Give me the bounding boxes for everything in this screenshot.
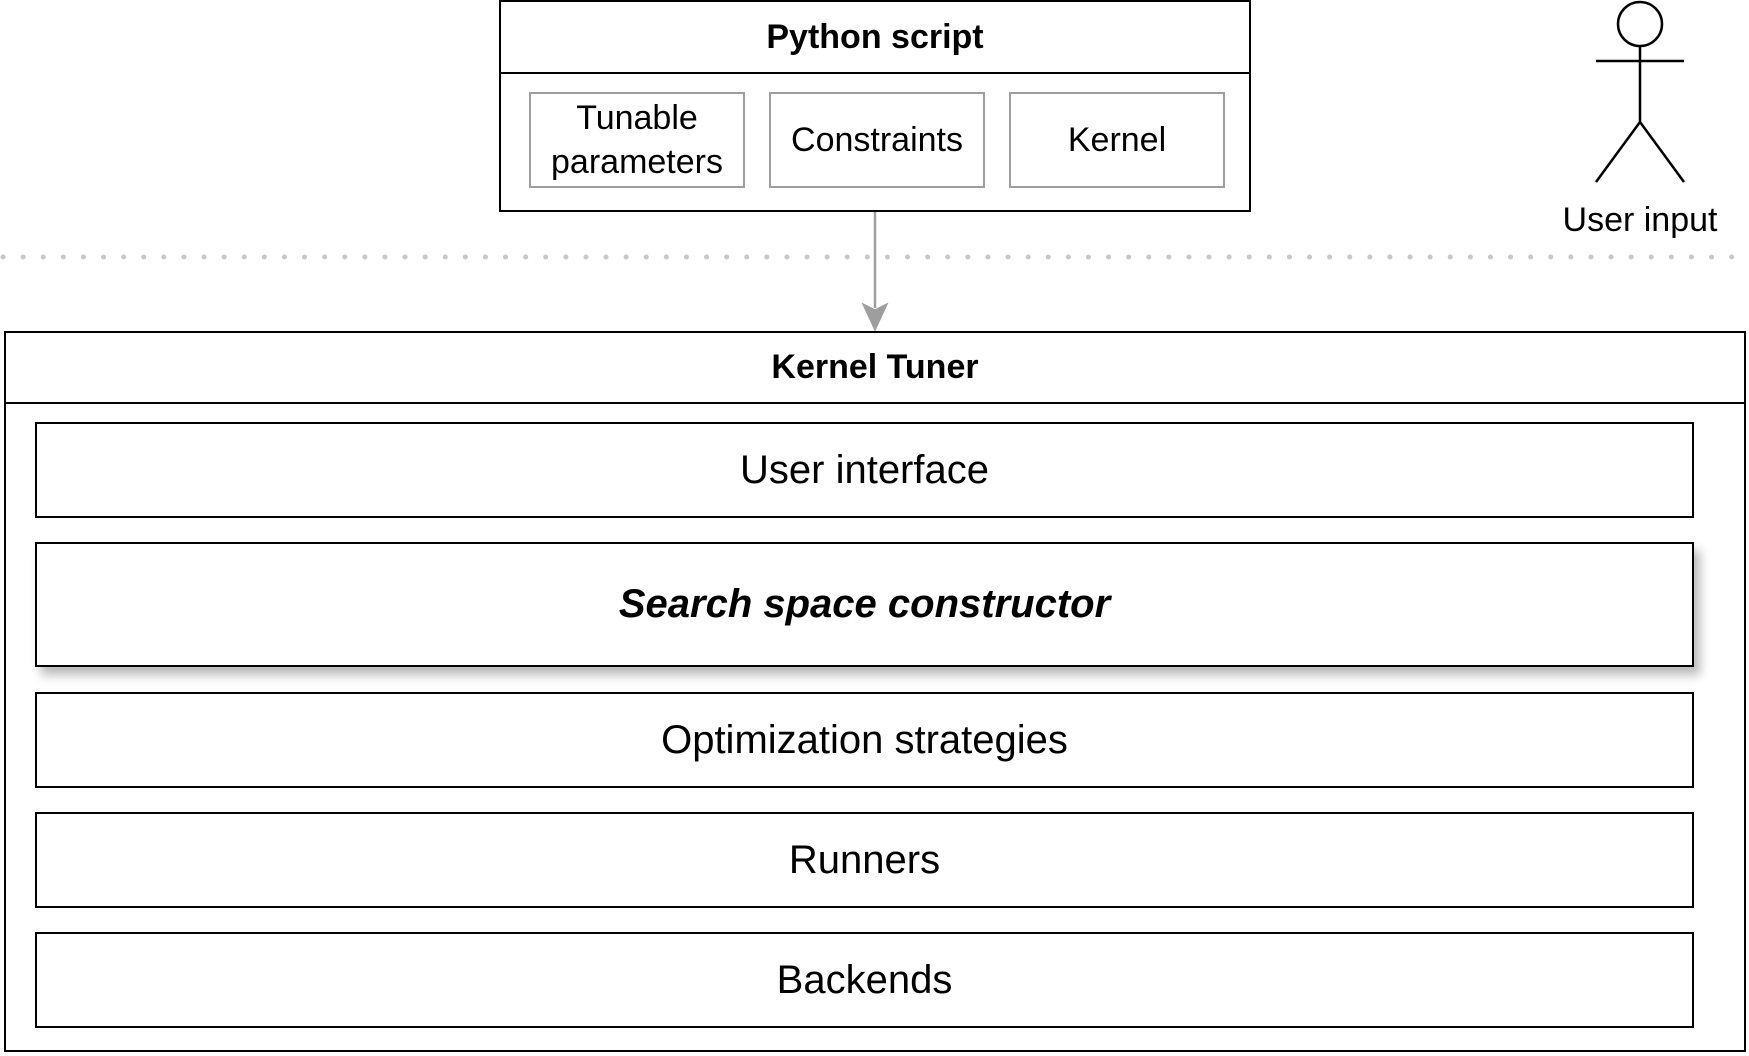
stick-figure-icon: [1594, 0, 1686, 183]
tunable-parameters-box: Tunable parameters: [529, 92, 745, 188]
backends-layer: Backends: [35, 932, 1694, 1028]
kernel-tuner-title: Kernel Tuner: [6, 333, 1744, 404]
flow-arrow: [861, 212, 889, 332]
python-script-title: Python script: [501, 2, 1249, 74]
kernel-tuner-box: Kernel Tuner User interface Search space…: [4, 331, 1746, 1052]
kernel-box: Kernel: [1009, 92, 1225, 188]
constraints-box: Constraints: [769, 92, 985, 188]
user-interface-layer: User interface: [35, 422, 1694, 518]
optimization-strategies-layer: Optimization strategies: [35, 692, 1694, 788]
python-script-box: Python script Tunable parameters Constra…: [499, 0, 1251, 212]
user-input-label: User input: [1562, 201, 1718, 239]
search-space-constructor-layer: Search space constructor: [35, 542, 1694, 667]
runners-layer: Runners: [35, 812, 1694, 908]
